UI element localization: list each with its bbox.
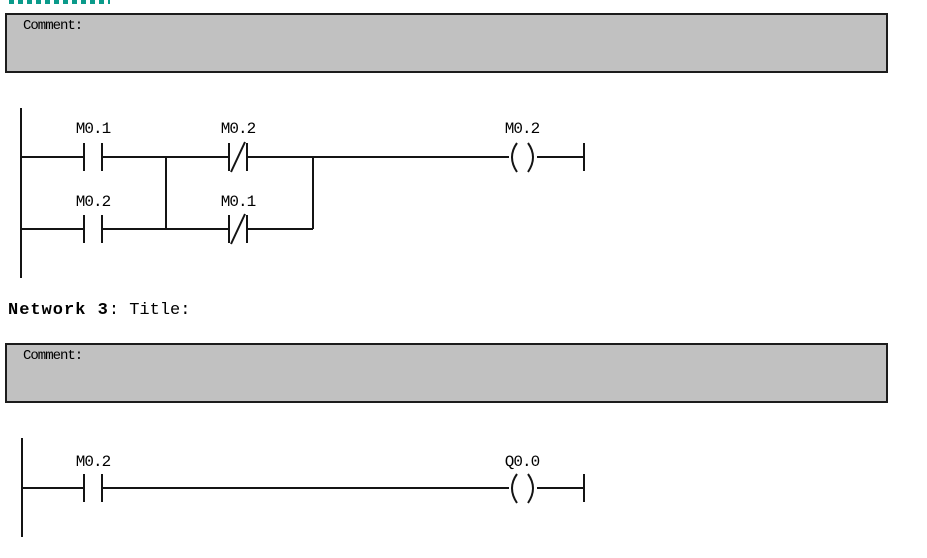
nc-contact-m0-1[interactable]: M0.1 [221, 193, 257, 245]
nc-slash [230, 213, 246, 245]
network-selection-marker [9, 0, 110, 4]
coil-symbol [511, 142, 518, 173]
operand-label[interactable]: M0.2 [76, 453, 112, 471]
no-contact-m0-1[interactable]: M0.1 [76, 120, 112, 171]
operand-label[interactable]: M0.2 [505, 120, 541, 138]
coil-q0-0[interactable]: Q0.0 [505, 453, 541, 504]
operand-label[interactable]: M0.1 [221, 193, 257, 211]
no-contact-m0-2[interactable]: M0.2 [76, 453, 112, 502]
coil-symbol [527, 473, 534, 504]
comment-label: Comment: [23, 18, 83, 34]
operand-label[interactable]: Q0.0 [505, 453, 541, 471]
coil-symbol [511, 473, 518, 504]
operand-label[interactable]: M0.1 [76, 120, 112, 138]
network-title: : Title: [108, 301, 191, 320]
no-contact-m0-2[interactable]: M0.2 [76, 193, 112, 243]
network2-comment-box[interactable]: Comment: [5, 13, 888, 73]
coil-m0-2[interactable]: M0.2 [505, 120, 541, 173]
operand-label[interactable]: M0.2 [76, 193, 112, 211]
nc-slash [230, 141, 246, 173]
operand-label[interactable]: M0.2 [221, 120, 257, 138]
network3-header[interactable]: Network 3: Title: [8, 301, 190, 320]
comment-label: Comment: [23, 348, 83, 364]
coil-symbol [527, 142, 534, 173]
network3-ladder: M0.2 Q0.0 [21, 438, 585, 537]
network-number: Network 3 [8, 301, 109, 320]
nc-contact-m0-2[interactable]: M0.2 [221, 120, 257, 173]
network3-comment-box[interactable]: Comment: [5, 343, 888, 403]
network2-ladder: M0.1 M0.2 M0.2 M0.2 [20, 108, 585, 278]
